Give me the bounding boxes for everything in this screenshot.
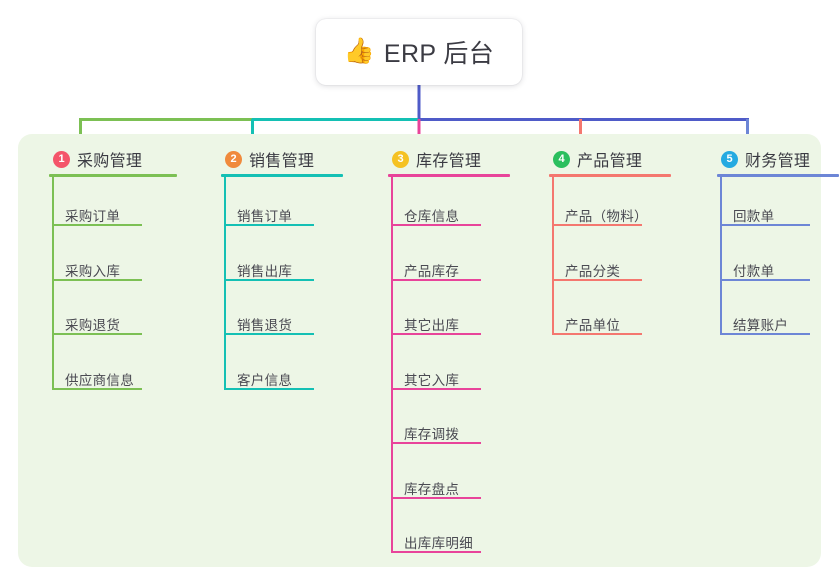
leaf-rule <box>552 278 642 281</box>
leaf-label[interactable]: 付款单 <box>733 263 775 279</box>
leaf-label[interactable]: 采购入库 <box>65 263 121 279</box>
leaf-label[interactable]: 库存调拨 <box>404 427 460 442</box>
column-header-2[interactable]: 2 销售管理 <box>207 146 314 172</box>
column-spine-4 <box>552 177 554 335</box>
leaf-label[interactable]: 产品库存 <box>404 263 460 279</box>
column-header-4[interactable]: 4 产品管理 <box>535 146 642 172</box>
root-node-content: 👍 ERP 后台 <box>344 34 494 70</box>
leaf-rule <box>391 278 481 281</box>
column-underline-3 <box>388 174 510 177</box>
column-badge-4: 4 <box>553 150 570 168</box>
column-title-3: 库存管理 <box>416 153 482 170</box>
leaf-label[interactable]: 销售出库 <box>237 263 293 279</box>
leaf-label[interactable]: 供应商信息 <box>65 372 134 388</box>
column-title-4: 产品管理 <box>577 153 643 170</box>
leaf-rule <box>552 333 642 335</box>
leaf-rule <box>52 387 142 390</box>
leaf-label[interactable]: 结算账户 <box>733 318 789 333</box>
leaf-rule <box>224 278 314 281</box>
column-badge-2: 2 <box>225 150 242 168</box>
leaf-label[interactable]: 产品单位 <box>565 318 621 333</box>
root-node[interactable]: 👍 ERP 后台 <box>316 19 522 85</box>
column-badge-5: 5 <box>721 150 738 168</box>
leaf-label[interactable]: 其它出库 <box>404 318 460 333</box>
column-title-2: 销售管理 <box>249 153 315 170</box>
leaf-label[interactable]: 库存盘点 <box>404 481 460 497</box>
column-spine-3 <box>391 177 393 553</box>
leaf-label[interactable]: 回款单 <box>733 209 775 224</box>
leaf-rule <box>391 442 481 444</box>
leaf-rule <box>720 333 810 335</box>
column-underline-5 <box>717 174 839 177</box>
leaf-rule <box>720 278 810 281</box>
leaf-rule <box>391 551 481 553</box>
leaf-rule <box>52 333 142 335</box>
leaf-rule <box>720 224 810 226</box>
column-header-1[interactable]: 1 采购管理 <box>35 146 142 172</box>
leaf-label[interactable]: 仓库信息 <box>404 209 460 224</box>
column-badge-3: 3 <box>392 150 409 168</box>
leaf-rule <box>224 333 314 335</box>
leaf-label[interactable]: 采购订单 <box>65 209 121 224</box>
leaf-label[interactable]: 销售订单 <box>237 209 293 224</box>
mindmap-panel: 1 采购管理采购订单采购入库采购退货供应商信息 2 销售管理销售订单销售出库销售退货客… <box>18 134 839 567</box>
column-spine-5 <box>720 177 722 335</box>
column-badge-1: 1 <box>53 150 70 168</box>
leaf-rule <box>391 387 481 390</box>
leaf-label[interactable]: 销售退货 <box>237 318 293 333</box>
leaf-label[interactable]: 出库库明细 <box>404 536 473 551</box>
column-underline-4 <box>549 174 671 177</box>
leaf-rule <box>224 387 314 390</box>
leaf-rule <box>391 333 481 335</box>
thumbs-up-icon: 👍 <box>343 36 375 65</box>
column-header-5[interactable]: 5 财务管理 <box>703 146 810 172</box>
column-header-3[interactable]: 3 库存管理 <box>374 146 481 172</box>
leaf-label[interactable]: 产品分类 <box>565 263 621 279</box>
leaf-label[interactable]: 采购退货 <box>65 318 121 333</box>
column-underline-1 <box>49 174 177 177</box>
column-spine-2 <box>224 177 226 390</box>
leaf-rule <box>52 224 142 226</box>
column-title-1: 采购管理 <box>77 153 143 170</box>
leaf-label[interactable]: 客户信息 <box>237 372 293 388</box>
root-node-label: ERP 后台 <box>383 40 495 68</box>
column-underline-2 <box>221 174 343 177</box>
leaf-rule <box>391 224 481 226</box>
column-spine-1 <box>52 177 54 390</box>
column-title-5: 财务管理 <box>745 153 811 170</box>
leaf-rule <box>52 278 142 281</box>
leaf-label[interactable]: 其它入库 <box>404 372 460 388</box>
leaf-rule <box>391 496 481 499</box>
leaf-label[interactable]: 产品（物料） <box>565 209 648 224</box>
leaf-rule <box>224 224 314 226</box>
leaf-rule <box>552 224 642 226</box>
